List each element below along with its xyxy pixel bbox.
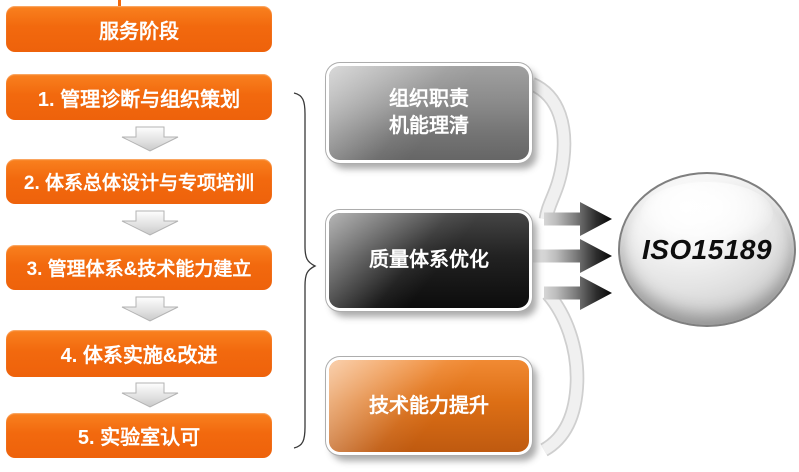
flow-arrow-icon [544,276,612,310]
cropped-connector-tick [118,0,121,6]
step-box-2: 2. 体系总体设计与专项培训 [6,159,272,204]
grouping-brace-icon [293,92,317,449]
step-label: 4. 体系实施&改进 [60,345,218,367]
down-arrow-icon [121,126,179,152]
flow-pipe-icon [529,78,570,220]
outcome-box-surface: 组织职责 机能理清 [329,66,529,160]
stage-header-label: 服务阶段 [99,20,179,43]
outcome-box-surface: 质量体系优化 [329,213,529,308]
step-box-5: 5. 实验室认可 [6,413,272,458]
down-arrow-icon [121,296,179,322]
step-label: 3. 管理体系&技术能力建立 [26,259,252,280]
down-arrow-icon [121,382,179,408]
outcome-box-quality-system: 质量体系优化 [326,210,532,311]
step-label: 2. 体系总体设计与专项培训 [23,173,255,194]
outcome-label-line1: 质量体系优化 [369,249,489,271]
down-arrow-icon [121,210,179,236]
outcome-label-line2: 机能理清 [389,115,469,137]
outcome-box-organization: 组织职责 机能理清 [326,63,532,163]
flow-arrow-icon [544,202,612,236]
goal-label: ISO15189 [641,233,773,265]
outcome-box-surface: 技术能力提升 [329,360,529,452]
goal-ellipse: ISO15189 [618,172,796,327]
flow-pipe-icon [541,290,583,455]
flow-arrow-icon [532,239,612,273]
step-box-4: 4. 体系实施&改进 [6,330,272,377]
step-box-1: 1. 管理诊断与组织策划 [6,74,272,120]
outcome-label-line1: 技术能力提升 [369,394,489,417]
step-label: 1. 管理诊断与组织策划 [37,88,241,111]
outcome-label-line1: 组织职责 [389,88,469,110]
step-box-3: 3. 管理体系&技术能力建立 [6,245,272,290]
outcome-box-technical-ability: 技术能力提升 [326,357,532,455]
step-label: 5. 实验室认可 [77,427,201,449]
stage-header-box: 服务阶段 [6,6,272,52]
